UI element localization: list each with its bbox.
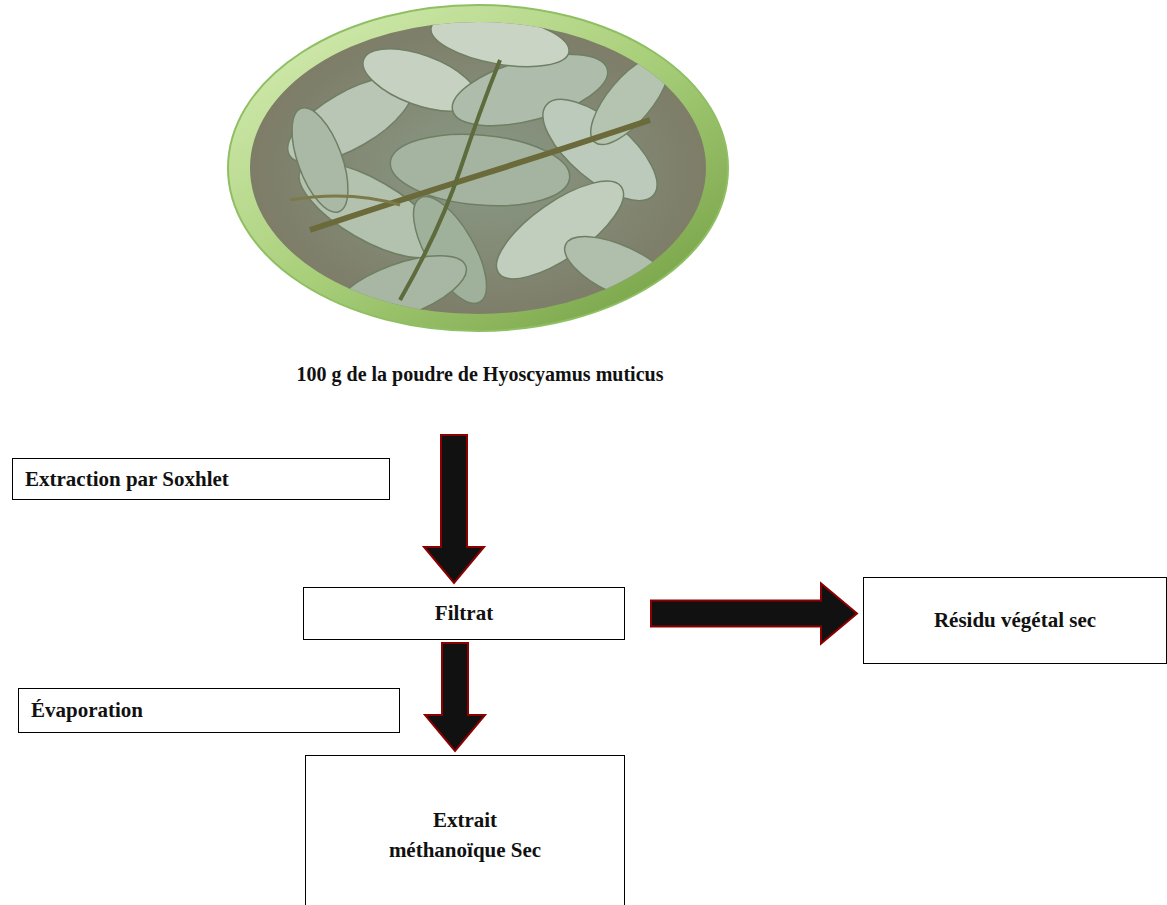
plant-photo: 100 g de la poudre de Hyoscyamus muticus [200,0,760,420]
flow-arrow [424,435,484,583]
flow-arrow [425,643,485,751]
box-text: Filtrat [318,600,610,626]
process-box: Filtrat [303,587,625,640]
box-text: Résidu végétal sec [934,607,1096,633]
box-text: Extrait méthanoïque Sec [380,805,550,866]
step-label-box: Extraction par Soxhlet [12,458,390,500]
step-label-box: Évaporation [18,688,400,733]
output-box: Résidu végétal sec [863,577,1167,664]
product-box: Extrait méthanoïque Sec [305,755,625,905]
plant-illustration [200,0,760,345]
box-text: Évaporation [31,697,387,723]
box-text: Extraction par Soxhlet [25,466,377,492]
flow-arrow [651,584,857,644]
caption-text: 100 g de la poudre de Hyoscyamus muticus [200,362,760,387]
